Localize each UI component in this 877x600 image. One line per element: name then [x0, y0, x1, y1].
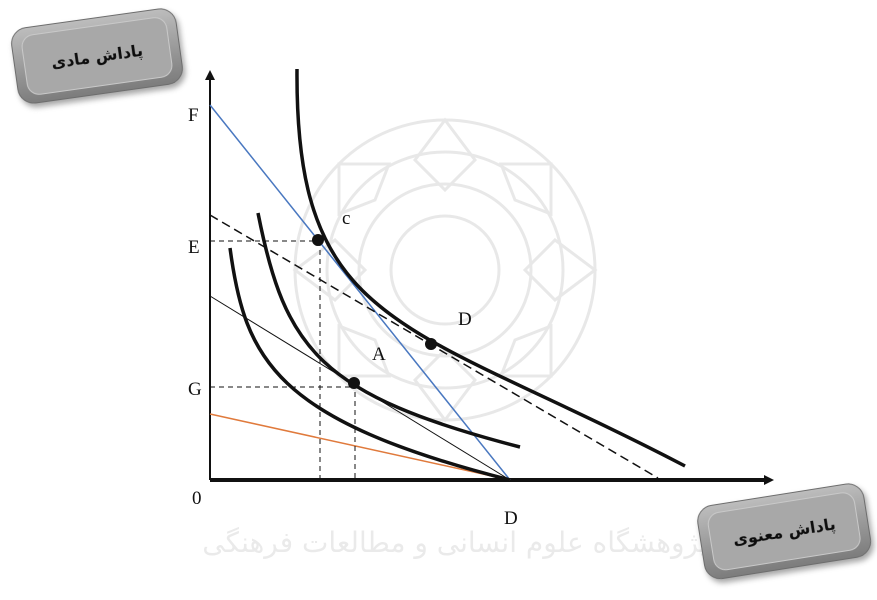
indifference-curve-2	[256, 212, 521, 449]
axis-label-origin: 0	[192, 488, 202, 509]
axis-label-F: F	[188, 105, 199, 126]
indifference-curve-3	[295, 68, 686, 468]
point-A-marker	[348, 377, 360, 389]
point-D-marker	[425, 338, 437, 350]
point-D-label: D	[458, 309, 472, 330]
watermark-emblem	[292, 117, 598, 423]
point-c-label: c	[342, 208, 350, 229]
watermark-text: پژوهشگاه علوم انسانی و مطالعات فرهنگی	[202, 526, 707, 559]
axis-label-G: G	[188, 379, 202, 400]
budget-line-blue	[209, 104, 511, 481]
point-c-marker	[312, 234, 324, 246]
axis-label-E: E	[188, 237, 200, 258]
point-A-label: A	[372, 344, 386, 365]
watermark: پژوهشگاه علوم انسانی و مطالعات فرهنگی	[202, 117, 708, 559]
vertical-axis-badge: پاداش مادی	[11, 8, 183, 104]
horizontal-axis-badge: پاداش معنوی	[697, 483, 872, 580]
axis-label-D: D	[504, 508, 518, 529]
budget-line-orange	[209, 413, 511, 481]
indifference-curve-1	[228, 247, 511, 482]
